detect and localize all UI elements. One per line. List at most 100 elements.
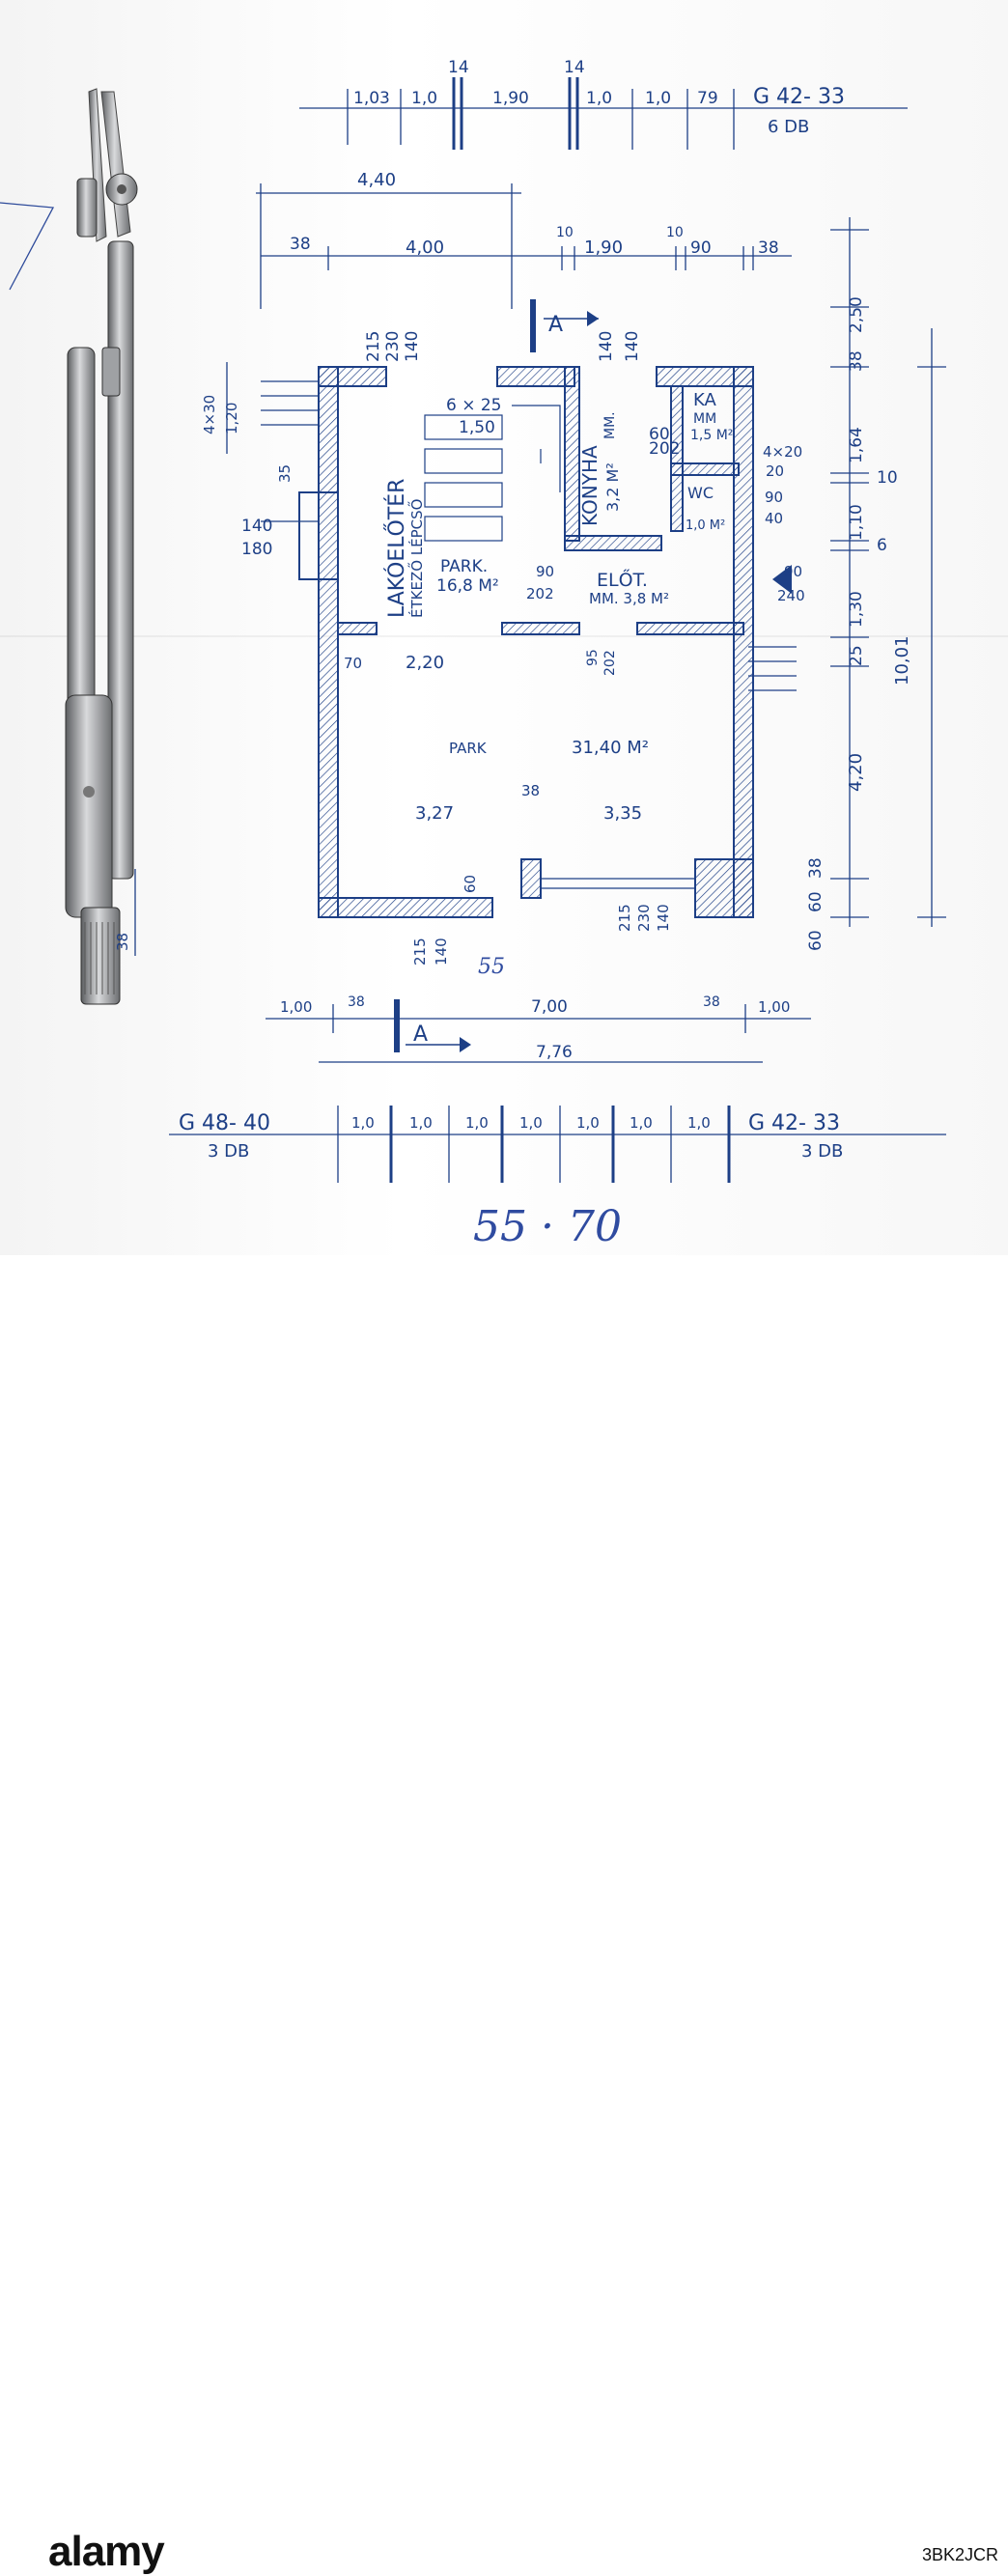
dim-400: 4,00 xyxy=(406,238,444,258)
living-area: 16,8 M² xyxy=(436,576,499,596)
dim-right-420: 4,20 xyxy=(846,753,866,792)
dim-right-25: 25 xyxy=(847,645,866,666)
door-90: 90 xyxy=(536,563,554,580)
wc-90: 90 xyxy=(765,489,783,506)
dim-190: 1,90 xyxy=(584,238,623,258)
walls xyxy=(298,366,754,918)
dim-top-5: 1,0 xyxy=(645,89,671,108)
dim-right-130: 1,30 xyxy=(847,591,866,628)
bw-7: 1,0 xyxy=(687,1114,711,1132)
left-38: 38 xyxy=(114,933,131,951)
stock-footer: alamy 3BK2JCR xyxy=(0,1255,1008,2575)
image-id-text: 3BK2JCR xyxy=(921,2545,998,2564)
door-60: 60 xyxy=(649,425,670,444)
section-mark-bottom: A xyxy=(413,1022,428,1047)
stair-and-fixtures xyxy=(261,380,797,889)
window-count-bottom-right: 3 DB xyxy=(801,1141,843,1162)
section-markers xyxy=(394,299,792,1052)
kitchen-140a: 140 xyxy=(597,331,616,362)
kitchen-140b: 140 xyxy=(623,331,642,362)
bw-5: 1,0 xyxy=(576,1114,600,1132)
left-430: 4×30 xyxy=(201,395,218,434)
dim-38mid: 38 xyxy=(521,782,540,799)
stair-steps: 6 × 25 xyxy=(446,396,502,415)
dim-right-10: 10 xyxy=(877,468,898,488)
dim-70: 70 xyxy=(344,655,362,672)
room-living: LAKÓELŐTÉR xyxy=(384,479,409,618)
note-55: 55 xyxy=(478,955,505,979)
dim-right-164: 1,64 xyxy=(847,427,866,463)
dim-right-1001: 10,01 xyxy=(892,635,912,686)
stair-len: 1,50 xyxy=(459,418,495,437)
pantry-mm: MM xyxy=(693,411,716,427)
sill-215: 215 xyxy=(411,938,429,966)
dimension-lines xyxy=(134,77,946,1183)
dim-90: 90 xyxy=(690,238,712,258)
entry-240: 240 xyxy=(777,587,805,604)
section-mark-top: A xyxy=(548,313,563,337)
left-35: 35 xyxy=(276,464,294,483)
door-202: 202 xyxy=(649,439,680,459)
hall-area: MM. 3,8 M² xyxy=(589,590,669,607)
dim-420: 4×20 xyxy=(763,443,802,461)
bw-3: 1,0 xyxy=(465,1114,489,1132)
dim-right-38: 38 xyxy=(847,350,866,372)
door-202c: 202 xyxy=(602,650,618,676)
left-120: 1,20 xyxy=(223,403,240,434)
bw-2: 1,0 xyxy=(409,1114,433,1132)
note-55-70: 55 · 70 xyxy=(473,1202,622,1251)
dim-327: 3,27 xyxy=(415,803,454,824)
dim-top-1: 1,03 xyxy=(353,89,390,108)
dim-top-3: 1,90 xyxy=(492,89,529,108)
window-count-top: 6 DB xyxy=(768,117,809,137)
bay-60: 60 xyxy=(462,875,479,893)
drafting-compass xyxy=(65,88,138,1005)
dim-top-4: 1,0 xyxy=(586,89,612,108)
left-140: 140 xyxy=(241,517,272,536)
dim-38a: 38 xyxy=(290,235,311,254)
dim-right-110: 1,10 xyxy=(847,504,866,541)
dim-top-2: 1,0 xyxy=(411,89,437,108)
stair-140: 140 xyxy=(403,331,422,362)
bw-1: 1,0 xyxy=(351,1114,375,1132)
room-hall: ELŐT. xyxy=(597,568,648,591)
kitchen-mm: MM. xyxy=(602,411,618,439)
stair-215: 215 xyxy=(364,331,383,362)
dim-right-60b: 60 xyxy=(806,930,826,951)
bottom-700: 7,00 xyxy=(531,997,568,1017)
sill-140b: 140 xyxy=(655,904,672,932)
pantry-area: 1,5 M² xyxy=(690,428,733,443)
dim-right-6: 6 xyxy=(877,536,887,555)
door-95: 95 xyxy=(585,649,601,666)
paper-fold xyxy=(0,635,1008,637)
dim-10b: 10 xyxy=(666,225,684,240)
tick-14a: 14 xyxy=(448,58,469,77)
wc-40: 40 xyxy=(765,510,783,527)
alamy-logo: alamy xyxy=(48,2528,165,2575)
main-area: 31,40 M² xyxy=(572,738,649,758)
window-type-top: G 42- 33 xyxy=(753,85,845,109)
bottom-38a: 38 xyxy=(348,994,365,1010)
sill-230: 230 xyxy=(635,904,653,932)
left-180: 180 xyxy=(241,540,272,559)
window-count-bottom-left: 3 DB xyxy=(208,1141,249,1162)
tick-14b: 14 xyxy=(564,58,585,77)
bw-4: 1,0 xyxy=(519,1114,543,1132)
room-dining-stair: ÉTKEZŐ LÉPCSŐ xyxy=(406,499,426,619)
dim-20: 20 xyxy=(766,462,784,480)
corner-sketch xyxy=(0,202,55,291)
room-pantry: KA xyxy=(693,390,716,410)
bottom-38b: 38 xyxy=(703,994,720,1010)
floor-plan-drawing: 1,03 1,0 1,90 1,0 1,0 79 14 14 G 42- 33 … xyxy=(0,58,946,1251)
sill-215b: 215 xyxy=(616,904,633,932)
bottom-100b: 1,00 xyxy=(758,998,790,1016)
dim-top-6: 79 xyxy=(697,89,718,108)
bottom-100a: 1,00 xyxy=(280,998,312,1016)
bottom-776: 7,76 xyxy=(536,1043,573,1062)
window-type-bottom-right: G 42- 33 xyxy=(748,1111,840,1135)
bw-6: 1,0 xyxy=(630,1114,653,1132)
plan-labels: 1,03 1,0 1,90 1,0 1,0 79 14 14 G 42- 33 … xyxy=(114,58,912,1162)
dim-220: 2,20 xyxy=(406,653,444,673)
room-wc: WC xyxy=(687,484,714,502)
wc-area: 1,0 M² xyxy=(686,518,725,533)
